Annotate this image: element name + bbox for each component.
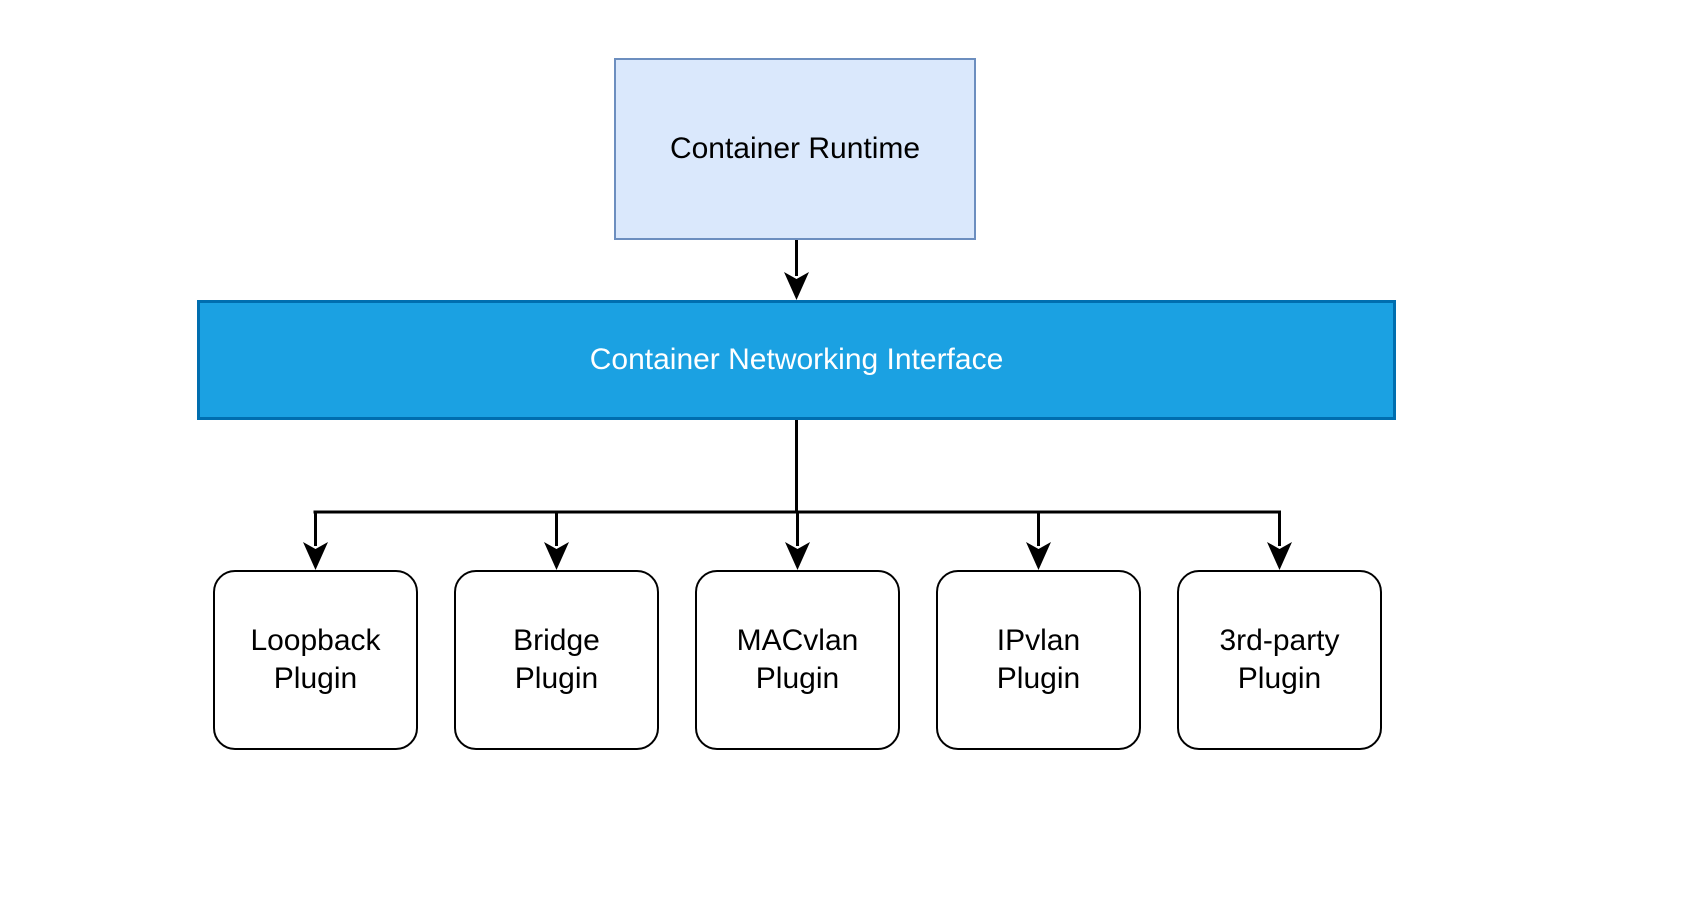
arrow-to-3rdparty-plugin: [1267, 510, 1292, 570]
loopback-plugin-node: Loopback Plugin: [213, 570, 418, 750]
arrow-to-loopback-plugin: [303, 510, 328, 570]
plugin-label-line: 3rd-party: [1219, 624, 1340, 657]
plugin-label-line: Plugin: [273, 662, 358, 695]
plugin-label-line: IPvlan: [996, 624, 1081, 657]
plugin-label-line: Bridge: [513, 624, 600, 657]
arrow-to-macvlan-plugin: [785, 510, 810, 570]
container-runtime-node: Container Runtime: [614, 58, 976, 240]
thirdparty-plugin-node: 3rd-party Plugin: [1177, 570, 1382, 750]
arrow-to-bridge-plugin: [544, 510, 569, 570]
plugin-label-line: MACvlan: [736, 624, 859, 657]
bridge-plugin-node: Bridge Plugin: [454, 570, 659, 750]
plugin-label-line: Loopback: [250, 624, 381, 657]
cni-label: Container Networking Interface: [589, 343, 1004, 376]
plugin-label-line: Plugin: [996, 662, 1081, 695]
plugin-label-line: Plugin: [755, 662, 840, 695]
container-runtime-label: Container Runtime: [669, 132, 921, 165]
arrow-to-ipvlan-plugin: [1026, 510, 1051, 570]
cni-node: Container Networking Interface: [197, 300, 1396, 420]
branch-rail: [313, 420, 1281, 514]
macvlan-plugin-node: MACvlan Plugin: [695, 570, 900, 750]
arrow-runtime-to-cni: [784, 240, 809, 300]
plugin-label-line: Plugin: [1237, 662, 1322, 695]
ipvlan-plugin-node: IPvlan Plugin: [936, 570, 1141, 750]
plugin-label-line: Plugin: [514, 662, 599, 695]
